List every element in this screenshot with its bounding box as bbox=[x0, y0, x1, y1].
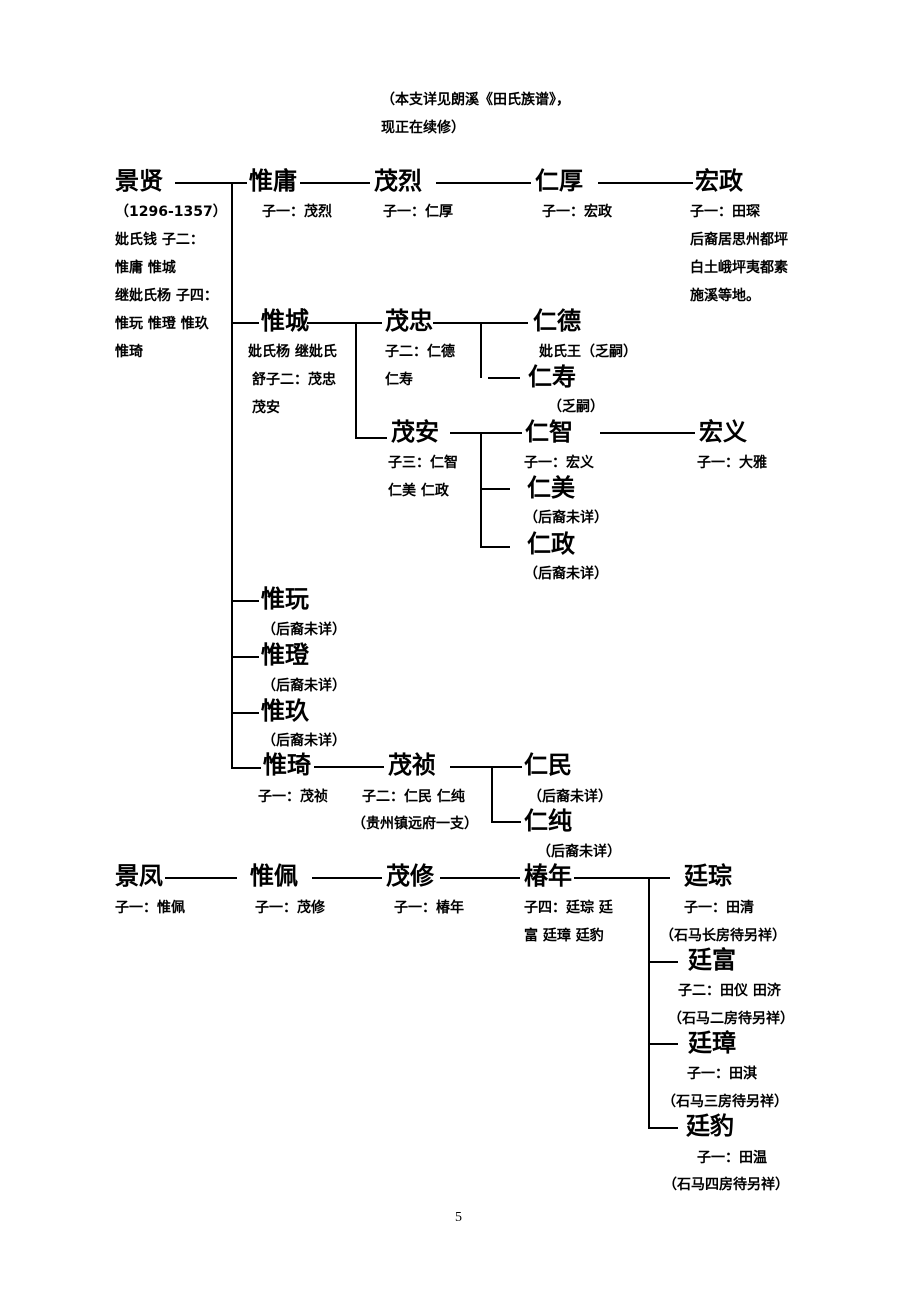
person-chunnian-info-2: 富 廷璋 廷豹 bbox=[524, 928, 604, 944]
person-renshou-name: 仁寿 bbox=[528, 363, 576, 391]
person-weideng-info-1: （后裔未详） bbox=[262, 678, 346, 694]
person-maoxiu-name: 茂修 bbox=[386, 862, 434, 890]
person-jingfeng-name: 景凤 bbox=[115, 862, 163, 890]
person-weiqi-name: 惟琦 bbox=[263, 751, 311, 779]
person-renmin-info-1: （后裔未详） bbox=[528, 789, 612, 805]
person-maozhong-info-2: 仁寿 bbox=[385, 372, 413, 388]
person-weicheng-info-3: 茂安 bbox=[252, 400, 280, 416]
person-renchun-info-1: （后裔未详） bbox=[537, 844, 621, 860]
person-jingxian-name: 景贤 bbox=[115, 167, 163, 195]
person-maoan-info-1: 子三：仁智 bbox=[388, 455, 458, 471]
person-hongyi-info-1: 子一：大雅 bbox=[697, 455, 767, 471]
person-tingfu-info-1: 子二：田仪 田济 bbox=[678, 983, 781, 999]
person-tingbao-info-1: 子一：田温 bbox=[697, 1150, 767, 1166]
person-maozhen-info-1: 子二：仁民 仁纯 bbox=[362, 789, 465, 805]
person-maozhen-info-2: （贵州镇远府一支） bbox=[352, 816, 478, 832]
person-tingbao-info-2: （石马四房待另祥） bbox=[663, 1177, 789, 1193]
person-chunnian-name: 椿年 bbox=[524, 862, 572, 890]
person-jingxian-info-4: 继妣氏杨 子四： bbox=[115, 288, 218, 304]
person-renmei-info-1: （后裔未详） bbox=[524, 510, 608, 526]
person-jingxian-info-1: （1296-1357） bbox=[115, 204, 227, 220]
note-line-2: 现正在续修） bbox=[381, 120, 465, 136]
person-renmin-name: 仁民 bbox=[524, 751, 572, 779]
person-maoxiu-info-1: 子一：椿年 bbox=[394, 900, 464, 916]
person-maoan-info-2: 仁美 仁政 bbox=[388, 483, 449, 499]
person-tingfu-info-2: （石马二房待另祥） bbox=[668, 1011, 794, 1027]
person-renzheng-info-1: （后裔未详） bbox=[524, 566, 608, 582]
person-maolie-name: 茂烈 bbox=[374, 167, 422, 195]
person-weipei-info-1: 子一：茂修 bbox=[255, 900, 325, 916]
person-renshou-info-1: （乏嗣） bbox=[548, 399, 604, 415]
person-jingfeng-info-1: 子一：惟佩 bbox=[115, 900, 185, 916]
person-weicheng-name: 惟城 bbox=[261, 307, 309, 335]
person-maozhong-name: 茂忠 bbox=[385, 307, 433, 335]
person-tingcong-name: 廷琮 bbox=[684, 862, 732, 890]
person-weiwan-info-1: （后裔未详） bbox=[262, 622, 346, 638]
person-weicheng-info-1: 妣氏杨 继妣氏 bbox=[248, 344, 337, 360]
person-maozhen-name: 茂祯 bbox=[388, 751, 436, 779]
person-jingxian-info-2: 妣氏钱 子二： bbox=[115, 232, 204, 248]
person-renzheng-name: 仁政 bbox=[527, 530, 575, 558]
person-weiqi-info-1: 子一：茂祯 bbox=[258, 789, 328, 805]
person-jingxian-info-3: 惟庸 惟城 bbox=[115, 260, 176, 276]
person-hongyi-name: 宏义 bbox=[699, 418, 747, 446]
person-tingcong-info-1: 子一：田清 bbox=[684, 900, 754, 916]
person-hongzheng-info-3: 白土峨坪夷都素 bbox=[690, 260, 788, 276]
person-weideng-name: 惟璒 bbox=[261, 641, 309, 669]
person-tingcong-info-2: （石马长房待另祥） bbox=[660, 928, 786, 944]
person-jingxian-info-6: 惟琦 bbox=[115, 344, 143, 360]
note-line-1: （本支详见朗溪《田氏族谱》， bbox=[381, 92, 570, 108]
person-hongzheng-info-1: 子一：田琛 bbox=[690, 204, 760, 220]
person-hongzheng-info-4: 施溪等地。 bbox=[690, 288, 760, 304]
person-jingxian-info-5: 惟玩 惟璒 惟玖 bbox=[115, 316, 209, 332]
person-renchun-name: 仁纯 bbox=[524, 807, 572, 835]
person-chunnian-info-1: 子四：廷琮 廷 bbox=[524, 900, 613, 916]
person-tingzhang-info-2: （石马三房待另祥） bbox=[662, 1094, 788, 1110]
person-tingzhang-name: 廷璋 bbox=[688, 1029, 736, 1057]
person-renzhi-name: 仁智 bbox=[525, 418, 573, 446]
person-tingzhang-info-1: 子一：田淇 bbox=[687, 1066, 757, 1082]
person-renhou-name: 仁厚 bbox=[535, 167, 583, 195]
person-tingfu-name: 廷富 bbox=[688, 946, 736, 974]
person-tingbao-name: 廷豹 bbox=[686, 1112, 734, 1140]
person-rende-info-1: 妣氏王（乏嗣） bbox=[539, 344, 637, 360]
person-maozhong-info-1: 子二：仁德 bbox=[385, 344, 455, 360]
person-weiyong-info-1: 子一：茂烈 bbox=[262, 204, 332, 220]
person-weiyong-name: 惟庸 bbox=[249, 167, 297, 195]
person-weicheng-info-2: 舒子二：茂忠 bbox=[252, 372, 336, 388]
person-weijiu-info-1: （后裔未详） bbox=[262, 733, 346, 749]
person-maolie-info-1: 子一：仁厚 bbox=[383, 204, 453, 220]
person-renmei-name: 仁美 bbox=[527, 474, 575, 502]
person-hongzheng-name: 宏政 bbox=[695, 167, 743, 195]
person-weijiu-name: 惟玖 bbox=[261, 697, 309, 725]
person-renzhi-info-1: 子一：宏义 bbox=[524, 455, 594, 471]
person-maoan-name: 茂安 bbox=[391, 418, 439, 446]
person-rende-name: 仁德 bbox=[533, 307, 581, 335]
person-weipei-name: 惟佩 bbox=[250, 862, 298, 890]
person-hongzheng-info-2: 后裔居思州都坪 bbox=[690, 232, 788, 248]
person-renhou-info-1: 子一：宏政 bbox=[542, 204, 612, 220]
page-number: 5 bbox=[455, 1210, 462, 1225]
person-weiwan-name: 惟玩 bbox=[261, 585, 309, 613]
